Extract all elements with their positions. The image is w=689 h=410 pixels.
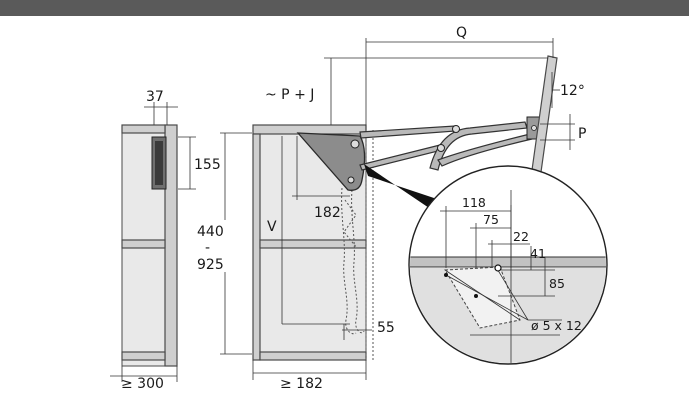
dim-925: 925 bbox=[197, 257, 224, 273]
dim-182-lines bbox=[292, 136, 350, 200]
dim-q-lines bbox=[365, 38, 554, 130]
mechanism-housing bbox=[296, 132, 366, 191]
detail-22: 22 bbox=[513, 229, 529, 244]
dim-300-lines bbox=[110, 366, 178, 382]
detail-85: 85 bbox=[549, 276, 565, 291]
swing-path bbox=[341, 187, 365, 335]
callout-pointer bbox=[364, 164, 452, 214]
main-cabinet-side bbox=[252, 133, 261, 361]
dim-37: 37 bbox=[146, 89, 164, 105]
side-mount-inner bbox=[155, 141, 163, 185]
main-cabinet-shelf bbox=[259, 239, 367, 249]
detail-118: 118 bbox=[462, 195, 486, 210]
dim-v: V bbox=[267, 219, 277, 235]
header-banner bbox=[0, 0, 689, 16]
dim-pj: ~ P + J bbox=[265, 87, 314, 103]
side-cabinet-bottom bbox=[121, 351, 166, 361]
dim-q: Q bbox=[456, 25, 467, 41]
side-cabinet-shelf bbox=[121, 239, 166, 249]
dim-dash: - bbox=[205, 240, 210, 256]
dim-182: 182 bbox=[314, 205, 341, 221]
main-cabinet-bottom bbox=[259, 351, 367, 361]
side-cabinet-top bbox=[121, 124, 166, 134]
dim-300: ≥ 300 bbox=[121, 376, 164, 392]
dim-p-lines bbox=[540, 114, 575, 150]
dim-p: P bbox=[578, 126, 586, 142]
lift-arms bbox=[359, 116, 542, 171]
dim-55-lines bbox=[342, 324, 372, 340]
side-cabinet bbox=[121, 124, 178, 367]
dim-v-lines bbox=[281, 136, 350, 325]
dim-155: 155 bbox=[194, 157, 221, 173]
detail-top-panel bbox=[410, 256, 606, 268]
side-cabinet-wall bbox=[164, 124, 178, 367]
dim-37-lines bbox=[144, 102, 178, 125]
dim-155-lines bbox=[178, 136, 196, 190]
dim-pj-lines bbox=[324, 57, 548, 125]
flap-panel bbox=[531, 55, 558, 173]
detail-41: 41 bbox=[530, 246, 546, 261]
detail-hole: ø 5 x 12 bbox=[531, 318, 582, 333]
dim-angle-lines bbox=[551, 72, 560, 108]
dim-182b-lines bbox=[252, 360, 367, 380]
detail-75: 75 bbox=[483, 212, 499, 227]
dim-182b: ≥ 182 bbox=[280, 376, 323, 392]
dim-55: 55 bbox=[377, 320, 395, 336]
lift-mechanism bbox=[296, 132, 366, 191]
detail-view bbox=[408, 165, 608, 365]
dim-440: 440 bbox=[197, 224, 224, 240]
main-cabinet-top bbox=[252, 124, 367, 135]
dim-440-925-lines bbox=[220, 132, 252, 355]
dim-angle: 12° bbox=[560, 83, 585, 99]
